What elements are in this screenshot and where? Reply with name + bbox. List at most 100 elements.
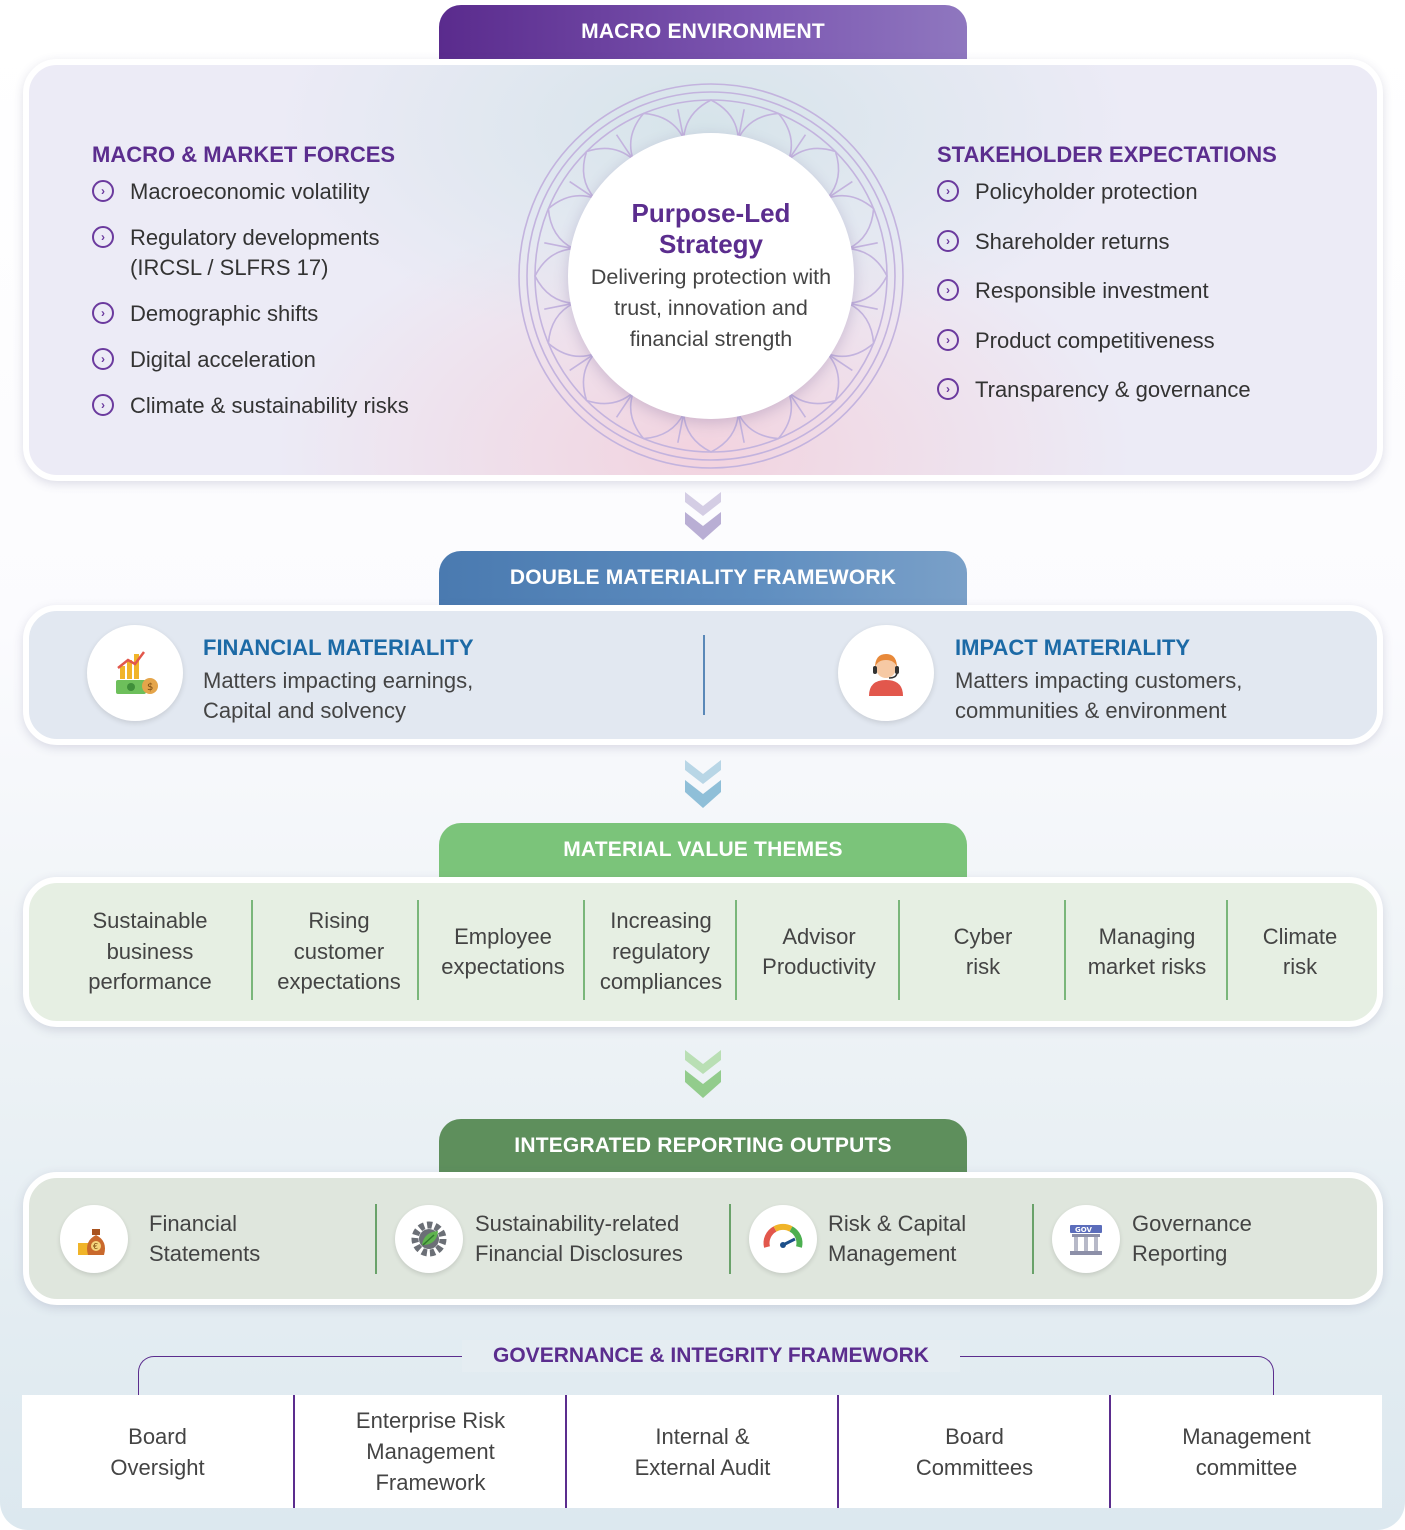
mandala-petal [827, 302, 875, 358]
list-item: ›Climate & sustainability risks [92, 391, 409, 421]
list-item: ›Regulatory developments(IRCSL / SLFRS 1… [92, 223, 379, 283]
chevron-right-icon: › [937, 378, 959, 400]
double-materiality-label: DOUBLE MATERIALITY FRAMEWORK [509, 566, 897, 589]
gauge-icon [749, 1205, 817, 1273]
divider [293, 1395, 295, 1508]
divider [1032, 1204, 1034, 1274]
integrated-reporting-outputs-tab: INTEGRATED REPORTING OUTPUTS [439, 1119, 967, 1173]
svg-text:GOV: GOV [1075, 1226, 1093, 1234]
divider [837, 1395, 839, 1508]
impact-materiality-title: IMPACT MATERIALITY [955, 635, 1191, 660]
customer-support-icon [838, 625, 934, 721]
chevron-right-icon: › [937, 279, 959, 301]
list-item: ›Transparency & governance [937, 375, 1251, 405]
divider [735, 900, 737, 1000]
money-bag-icon: € [60, 1205, 128, 1273]
list-item: ›Responsible investment [937, 276, 1209, 306]
divider [729, 1204, 731, 1274]
mandala-petal [788, 353, 840, 405]
purpose-led-strategy-circle: Purpose-Led Strategy Delivering protecti… [568, 133, 854, 419]
list-item: ›Macroeconomic volatility [92, 177, 370, 207]
internal-external-audit-box: Internal &External Audit [567, 1395, 838, 1508]
chevron-down-arrow-icon [685, 760, 721, 808]
divider [1064, 900, 1066, 1000]
svg-text:€: € [93, 1242, 98, 1251]
chevron-down-arrow-icon [685, 492, 721, 540]
divider [565, 1395, 567, 1508]
svg-text:$: $ [147, 682, 153, 693]
chevron-right-icon: › [92, 180, 114, 202]
divider [375, 1204, 377, 1274]
divider [417, 900, 419, 1000]
financial-materiality-text: Matters impacting earnings, Capital and … [203, 668, 474, 723]
financial-materiality-title: FINANCIAL MATERIALITY [203, 635, 474, 660]
divider [1226, 900, 1228, 1000]
material-value-themes-label: MATERIAL VALUE THEMES [563, 838, 843, 861]
integrated-reporting-label: INTEGRATED REPORTING OUTPUTS [514, 1134, 892, 1157]
list-item: ›Policyholder protection [937, 177, 1198, 207]
mandala-petal [582, 353, 634, 405]
macro-environment-label: MACRO ENVIRONMENT [581, 20, 825, 43]
chevron-right-icon: › [92, 348, 114, 370]
macro-environment-tab: MACRO ENVIRONMENT [439, 5, 967, 59]
list-item: ›Shareholder returns [937, 227, 1169, 257]
mandala-petal [582, 147, 634, 199]
center-title: Purpose-Led Strategy [631, 197, 791, 259]
divider [703, 635, 705, 715]
mandala-petal [827, 194, 875, 250]
material-value-themes-tab: MATERIAL VALUE THEMES [439, 823, 967, 877]
chevron-right-icon: › [937, 329, 959, 351]
mandala-petal [788, 147, 840, 199]
chevron-right-icon: › [937, 230, 959, 252]
chevron-right-icon: › [92, 226, 114, 248]
financial-chart-icon: $ [87, 625, 183, 721]
divider [583, 900, 585, 1000]
list-item: ›Digital acceleration [92, 345, 316, 375]
mandala-petal [737, 112, 793, 160]
stakeholder-expectations-title: STAKEHOLDER EXPECTATIONS [937, 142, 1277, 167]
chevron-right-icon: › [92, 302, 114, 324]
divider [1109, 1395, 1111, 1508]
center-text: Delivering protection with trust, innova… [590, 264, 832, 351]
mandala-petal [629, 112, 685, 160]
macro-environment-panel: MACRO & MARKET FORCES ›Macroeconomic vol… [23, 59, 1383, 481]
mandala-petal [547, 194, 595, 250]
list-item: ›Demographic shifts [92, 299, 318, 329]
chevron-down-arrow-icon [685, 1050, 721, 1098]
gear-leaf-icon [395, 1205, 463, 1273]
divider [251, 900, 253, 1000]
gov-building-icon: GOV [1052, 1205, 1120, 1273]
macro-market-forces-title: MACRO & MARKET FORCES [92, 142, 396, 167]
divider [898, 900, 900, 1000]
mandala-petal [547, 302, 595, 358]
mandala-petal [534, 247, 574, 305]
double-materiality-panel: $ FINANCIAL MATERIALITY Matters impactin… [23, 605, 1383, 745]
chevron-right-icon: › [937, 180, 959, 202]
impact-materiality-text: Matters impacting customers, communities… [955, 668, 1243, 723]
chevron-right-icon: › [92, 394, 114, 416]
mandala-petal [737, 392, 793, 440]
mandala-petal [682, 413, 740, 453]
mandala-petal [629, 392, 685, 440]
double-materiality-tab: DOUBLE MATERIALITY FRAMEWORK [439, 551, 967, 605]
governance-framework-title: GOVERNANCE & INTEGRITY FRAMEWORK [462, 1340, 960, 1372]
list-item: ›Product competitiveness [937, 326, 1215, 356]
